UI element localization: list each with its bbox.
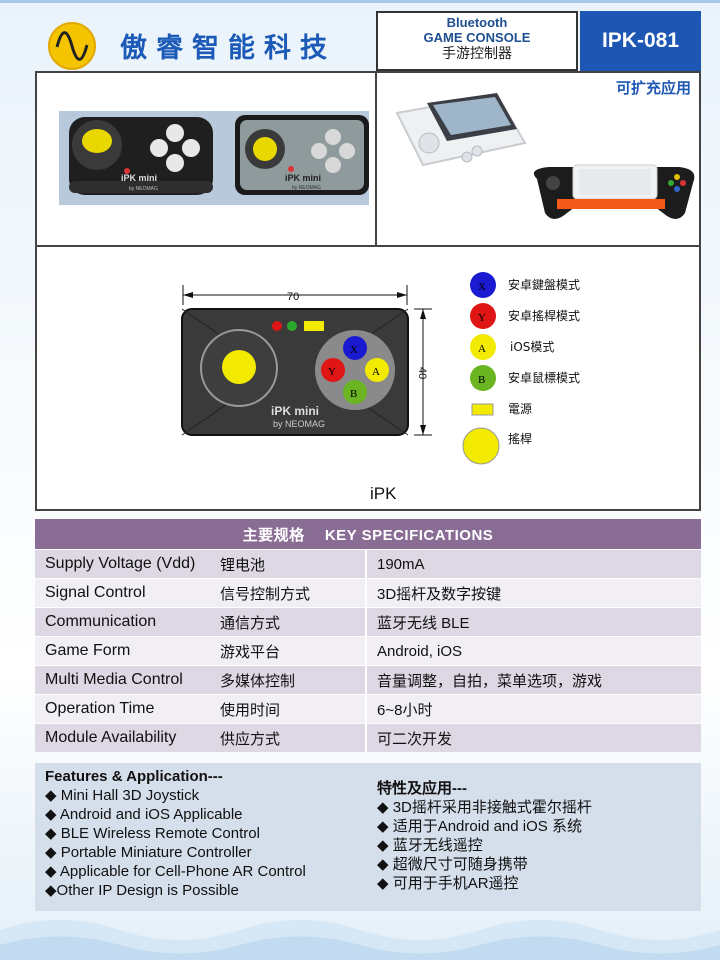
- legend-b-symbol: B: [478, 374, 485, 386]
- product-title-line3: 手游控制器: [442, 46, 512, 62]
- features-chinese: 特性及应用--- ◆ 3D摇杆采用非接触式霍尔摇杆 ◆ 适用于Android a…: [377, 779, 697, 893]
- grey-controller-photo: iPK mini by NEOMAG: [235, 115, 369, 195]
- spec-value: 6~8小时: [377, 701, 433, 719]
- spec-name-cn: 多媒体控制: [220, 666, 367, 694]
- table-row: Communication 通信方式蓝牙无线 BLE: [35, 608, 701, 636]
- company-logo: [48, 22, 96, 70]
- diagram-caption: iPK: [370, 484, 397, 503]
- product-title-box: Bluetooth GAME CONSOLE 手游控制器: [376, 11, 578, 71]
- list-item: ◆ 可用于手机AR遥控: [377, 875, 519, 892]
- product-photos: iPK mini by NEOMAG iPK mini by NEOMAG: [59, 111, 369, 205]
- features-section: Features & Application--- ◆ Mini Hall 3D…: [35, 763, 701, 911]
- black-gamepad-phone-photo: [533, 164, 695, 219]
- spec-value: 190mA: [377, 555, 425, 573]
- spec-name-cn: 信号控制方式: [220, 579, 367, 607]
- table-row: Operation Time 使用时间 6~8小时: [35, 695, 701, 723]
- spec-name-cn: 通信方式: [220, 608, 367, 636]
- legend-x-label: 安卓鍵盤模式: [508, 277, 580, 292]
- product-title-line1: Bluetooth: [446, 15, 508, 30]
- spec-value: 音量调整，自拍，菜单选项，游戏: [377, 672, 603, 690]
- product-photo-panel: iPK mini by NEOMAG iPK mini by NEOMAG: [35, 71, 377, 247]
- features-english: Features & Application--- ◆ Mini Hall 3D…: [45, 767, 375, 900]
- specifications-heading: 主要规格 KEY SPECIFICATIONS: [35, 519, 701, 549]
- spec-name-cn: 使用时间: [220, 695, 367, 723]
- spec-name-cn: 供应方式: [220, 724, 367, 752]
- spec-name-en: Supply Voltage (Vdd): [45, 555, 196, 572]
- application-photos: [395, 93, 695, 219]
- spec-value: 可二次开发: [377, 730, 453, 748]
- spec-name-en: Signal Control: [45, 584, 146, 601]
- list-item: ◆ Android and iOS Applicable: [45, 806, 243, 823]
- spec-name-cn: 锂电池: [220, 550, 367, 578]
- grey-device-sub: by NEOMAG: [292, 185, 321, 191]
- spec-name-en: Multi Media Control: [45, 671, 183, 688]
- spec-value: 蓝牙无线 BLE: [377, 614, 470, 632]
- list-item: ◆ Applicable for Cell-Phone AR Control: [45, 863, 306, 880]
- specifications-rows: Supply Voltage (Vdd) 锂电池 190mA Signal Cont…: [35, 550, 701, 752]
- spec-name-en: Module Availability: [45, 729, 177, 746]
- key-specifications-table: 主要规格 KEY SPECIFICATIONS Supply Voltage (…: [35, 519, 701, 752]
- width-dimension: 70: [287, 291, 299, 303]
- list-item: ◆ 适用于Android and iOS 系统: [377, 818, 582, 835]
- table-row: Supply Voltage (Vdd) 锂电池 190mA: [35, 550, 701, 578]
- button-a-label: A: [372, 366, 380, 378]
- legend-a-symbol: A: [478, 343, 486, 355]
- sine-wave-icon: [55, 31, 89, 61]
- list-item: ◆ 3D摇杆采用非接触式霍尔摇杆: [377, 799, 592, 816]
- button-y-label: Y: [328, 366, 336, 378]
- spec-name-en: Operation Time: [45, 700, 155, 717]
- button-b-label: B: [350, 388, 357, 400]
- mode-legend: X 安卓鍵盤模式 Y 安卓搖桿模式 A iOS模式 B 安卓鼠標模式 電源 搖桿: [462, 272, 580, 465]
- legend-x-symbol: X: [478, 281, 486, 293]
- black-controller-photo: iPK mini by NEOMAG: [69, 117, 213, 195]
- company-name: 傲睿智能科技: [120, 33, 336, 64]
- product-title-line2: GAME CONSOLE: [423, 30, 531, 45]
- table-row: Signal Control 信号控制方式 3D摇杆及数字按键: [35, 579, 701, 607]
- spec-value: 3D摇杆及数字按键: [377, 585, 502, 603]
- legend-power-label: 電源: [508, 402, 532, 416]
- black-device-label: iPK mini: [121, 173, 157, 183]
- company-header: 傲睿智能科技: [36, 12, 376, 72]
- grey-device-label: iPK mini: [285, 173, 321, 183]
- top-accent-line: [0, 0, 720, 3]
- list-item: ◆ Portable Miniature Controller: [45, 844, 252, 861]
- table-row: Multi Media Control 多媒体控制音量调整，自拍，菜单选项，游戏: [35, 666, 701, 694]
- list-item: ◆ BLE Wireless Remote Control: [45, 825, 260, 842]
- diagram-device-label: iPK mini: [271, 404, 319, 418]
- diagram-device-sub: by NEOMAG: [273, 419, 325, 429]
- controller-body: X Y A B iPK mini by NEOMAG: [181, 308, 409, 436]
- white-phone-controller-photo: [395, 93, 527, 167]
- application-photo-panel: 可扩充应用: [375, 71, 701, 247]
- decorative-wave-background: [0, 920, 720, 960]
- legend-b-label: 安卓鼠標模式: [508, 370, 580, 385]
- list-item: ◆ 蓝牙无线遥控: [377, 837, 483, 854]
- black-device-sub: by NEOMAG: [129, 186, 158, 192]
- height-dimension: 40: [416, 367, 428, 379]
- button-layout-diagram-panel: 70 40 X Y A B iPK mi: [35, 245, 701, 511]
- legend-a-label: iOS模式: [510, 340, 554, 354]
- spec-value: Android, iOS: [377, 642, 463, 660]
- legend-y-label: 安卓搖桿模式: [508, 308, 580, 323]
- list-item: ◆ 超微尺寸可随身携带: [377, 856, 528, 873]
- features-cn-title: 特性及应用---: [377, 780, 467, 797]
- list-item: ◆Other IP Design is Possible: [45, 882, 239, 899]
- model-number: IPK-081: [580, 11, 701, 71]
- list-item: ◆ Mini Hall 3D Joystick: [45, 787, 200, 804]
- table-row: Module Availability 供应方式可二次开发: [35, 724, 701, 752]
- button-layout-diagram: 70 40 X Y A B iPK mi: [181, 272, 580, 503]
- legend-joystick-label: 搖桿: [508, 431, 532, 446]
- table-row: Game Form 游戏平台 Android, iOS: [35, 637, 701, 665]
- spec-name-en: Communication: [45, 613, 157, 630]
- legend-y-symbol: Y: [478, 312, 486, 324]
- spec-name-en: Game Form: [45, 642, 131, 659]
- spec-name-cn: 游戏平台: [220, 637, 367, 665]
- expandable-application-label: 可扩充应用: [615, 80, 691, 97]
- button-x-label: X: [350, 344, 358, 356]
- features-en-title: Features & Application---: [45, 768, 223, 785]
